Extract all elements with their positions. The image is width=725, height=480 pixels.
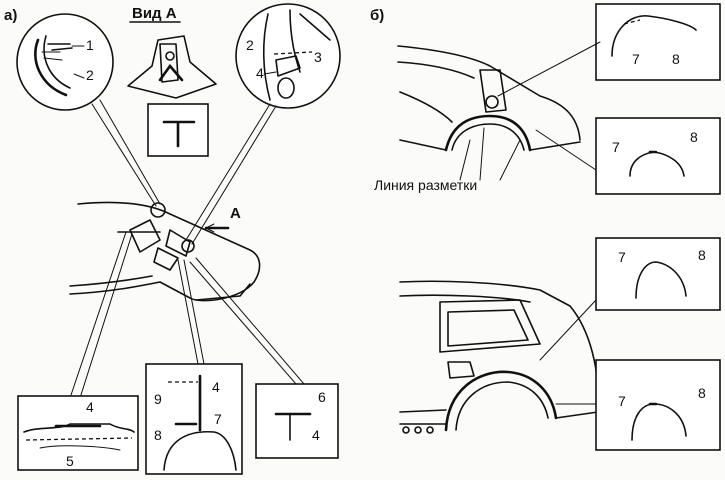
panel-label-a: а): [4, 7, 17, 24]
right-box1-callout-8: 8: [672, 51, 680, 67]
right-box4-callout-8: 8: [698, 385, 706, 401]
callout-4b: 4: [86, 399, 94, 415]
detail-box-bottom-left: 4 5: [17, 395, 139, 471]
right-box3-callout-7: 7: [618, 249, 626, 265]
callout-7: 7: [214, 411, 222, 427]
detail-circle-center: 2 3 4: [235, 3, 341, 109]
right-box4-callout-7: 7: [618, 393, 626, 409]
callout-8: 8: [154, 427, 162, 443]
callout-9: 9: [154, 391, 162, 407]
callout-1: 1: [86, 37, 94, 53]
wheel-arch-top: Линия разметки: [374, 45, 581, 193]
car-body-lower-right: [399, 280, 600, 434]
view-a-arrow-label: А: [230, 205, 241, 222]
callout-2: 2: [86, 67, 94, 83]
callout-6: 6: [318, 389, 326, 405]
right-box2-callout-7: 7: [612, 139, 620, 155]
panel-label-b: б): [370, 7, 384, 24]
detail-circle-left: 1 2: [16, 13, 114, 111]
detail-box-right-2: 7 8: [535, 117, 721, 195]
right-box2-callout-8: 8: [690, 129, 698, 145]
callout-5: 5: [66, 453, 74, 469]
right-box1-callout-7: 7: [632, 51, 640, 67]
detail-box-bottom-center: 9 4 7 8: [145, 363, 243, 475]
callout-4d: 4: [312, 427, 320, 443]
callout-3: 3: [314, 49, 322, 65]
callout-4c: 4: [212, 379, 220, 395]
leader-lines-a: [69, 99, 305, 399]
detail-box-right-1: 7 8: [497, 3, 721, 97]
detail-box-right-4: 7 8: [555, 359, 721, 451]
view-a-title: Вид А: [132, 5, 177, 22]
right-box3-callout-8: 8: [698, 247, 706, 263]
marking-line-label: Линия разметки: [374, 177, 477, 193]
view-a: Вид А: [127, 5, 217, 157]
car-body-fragment: А: [69, 201, 261, 302]
callout-2b: 2: [246, 37, 254, 53]
callout-4a: 4: [256, 65, 264, 81]
detail-box-bottom-right: 6 4: [255, 383, 339, 459]
detail-box-right-3: 7 8: [539, 237, 721, 361]
